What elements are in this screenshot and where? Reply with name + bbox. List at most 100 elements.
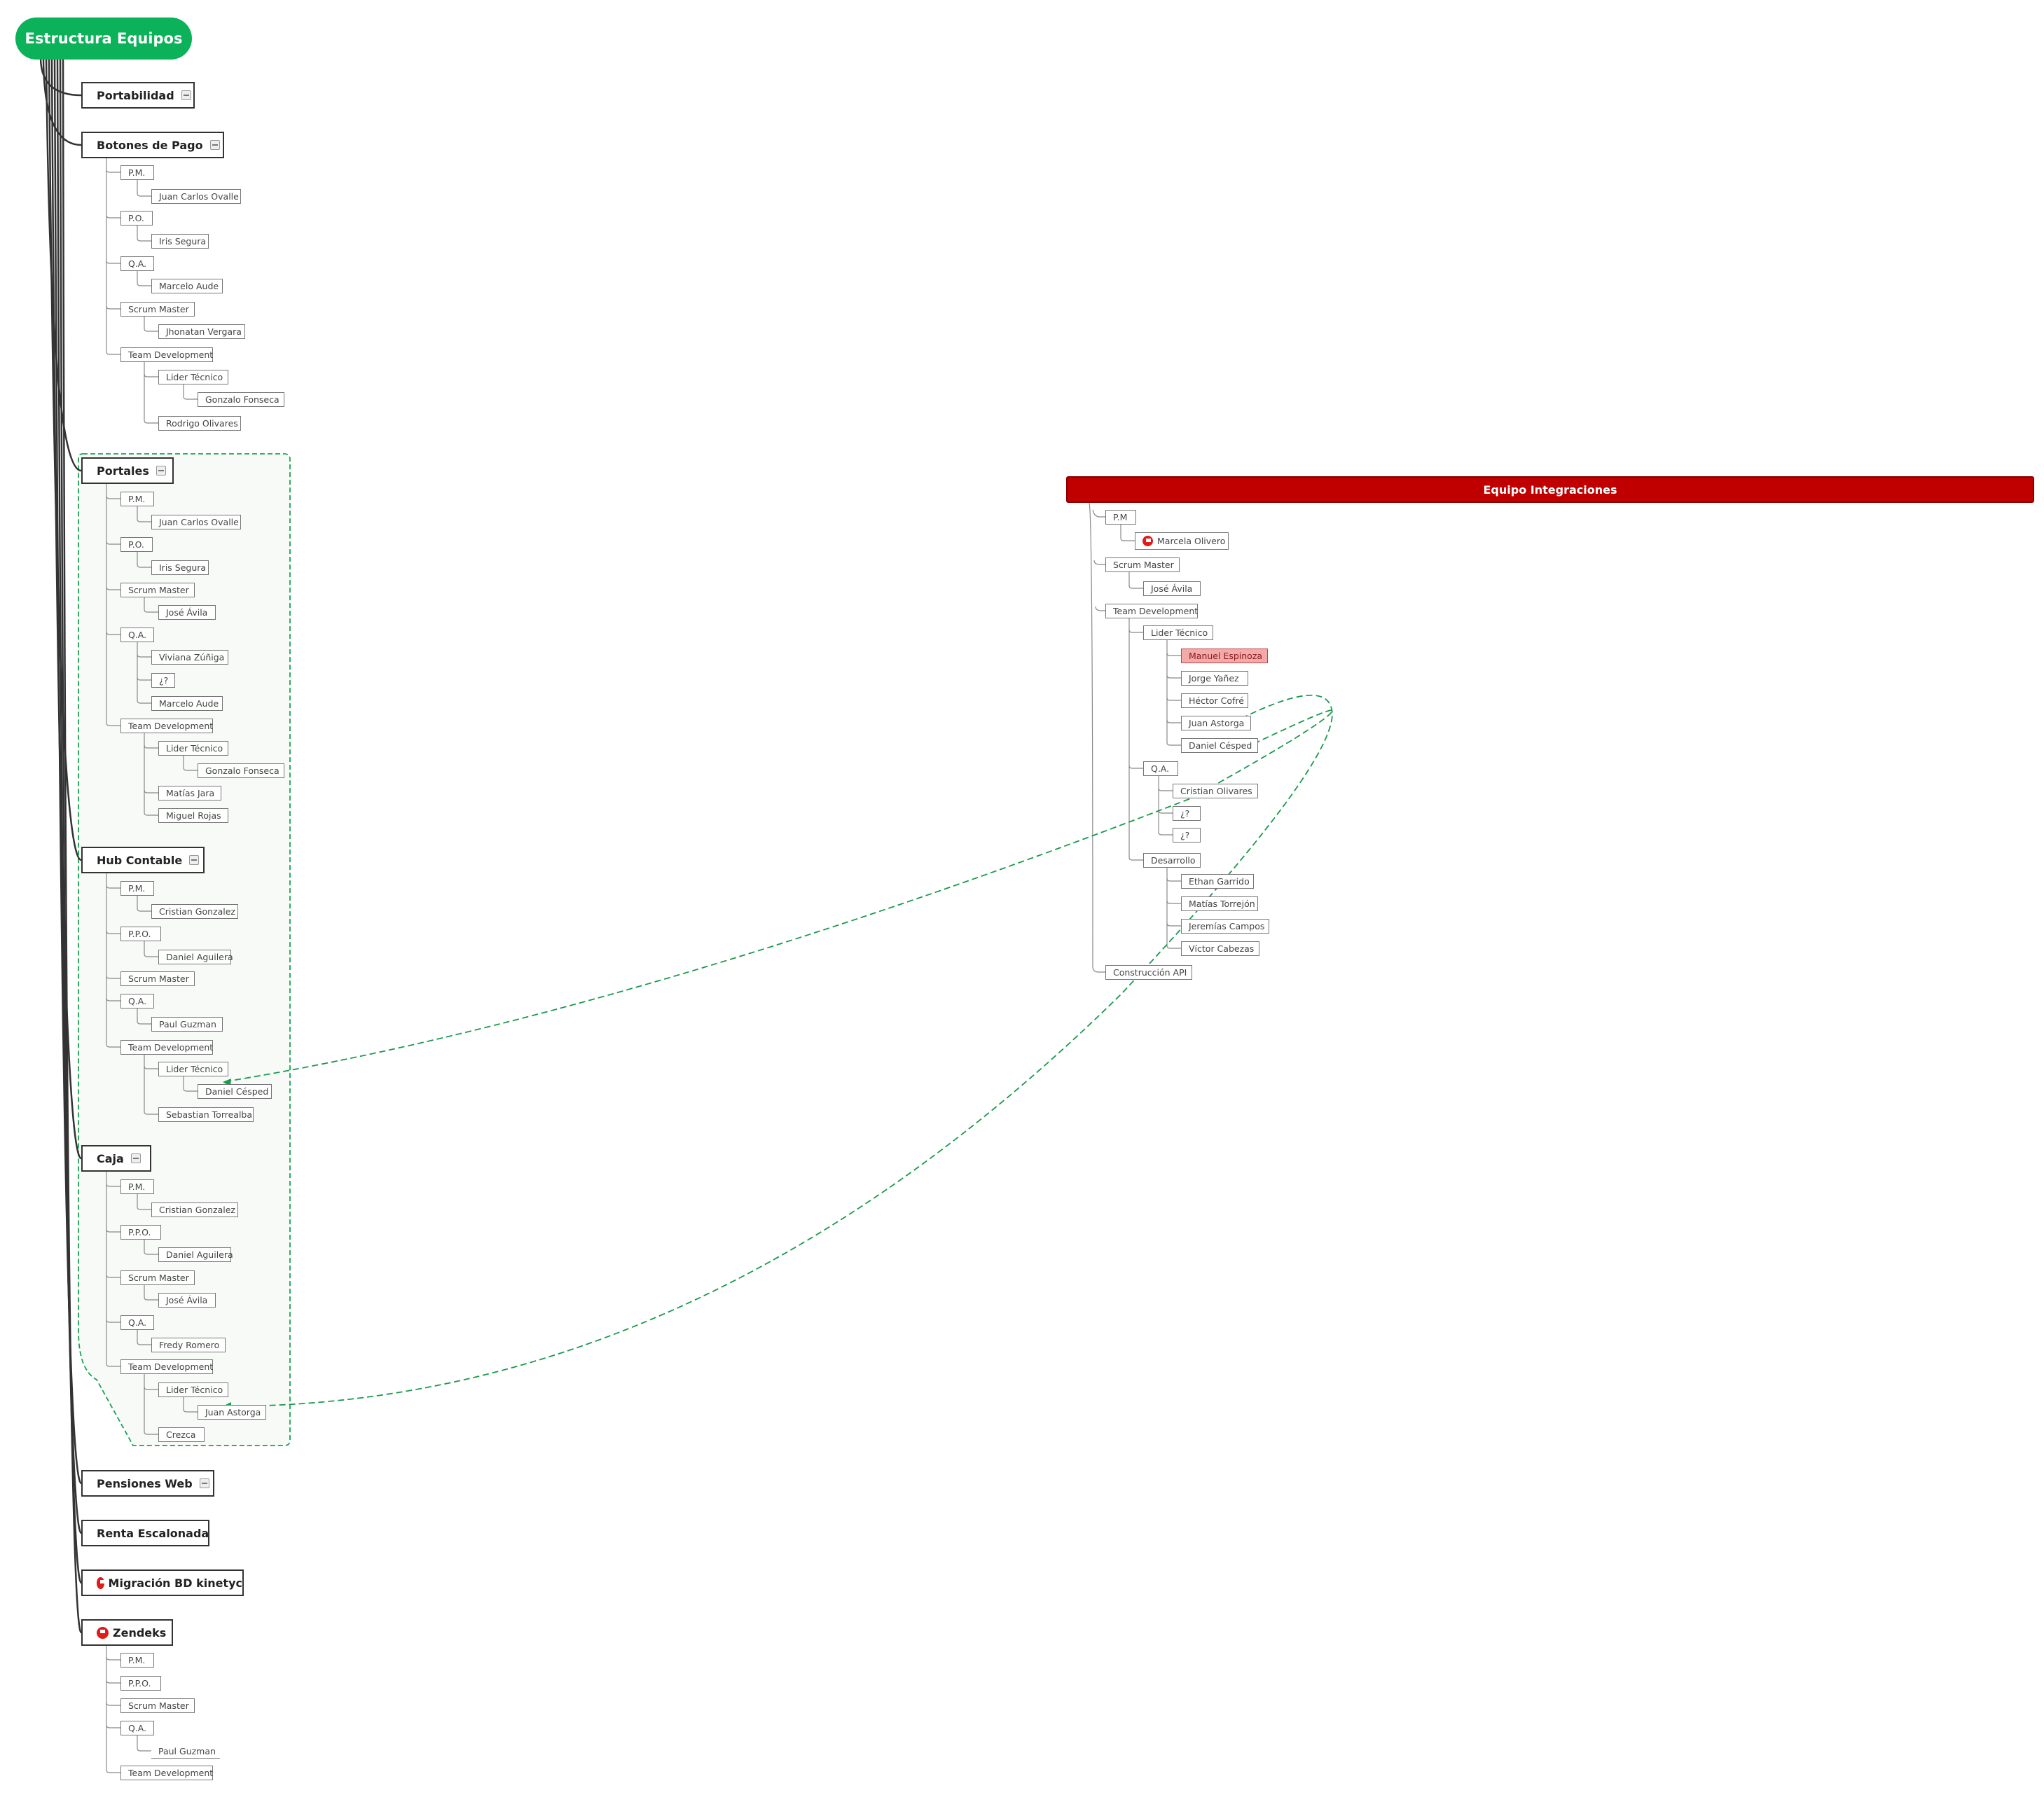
- person-node[interactable]: Juan Carlos Ovalle: [151, 189, 241, 204]
- person-node[interactable]: José Ávila: [158, 605, 216, 620]
- person-node[interactable]: Miguel Rojas: [158, 808, 228, 823]
- person-node[interactable]: Iris Segura: [151, 234, 209, 249]
- person-node[interactable]: Matías Jara: [158, 786, 221, 800]
- person-node[interactable]: Gonzalo Fonseca: [198, 392, 284, 407]
- person-node[interactable]: Viviana Zúñiga: [151, 650, 228, 665]
- person-node[interactable]: José Ávila: [158, 1293, 216, 1308]
- role-lider-tecnico[interactable]: Lider Técnico: [158, 370, 228, 384]
- role-po[interactable]: P.O.: [120, 211, 153, 226]
- role-lider-tecnico[interactable]: Lider Técnico: [158, 741, 228, 756]
- person-node[interactable]: Juan Carlos Ovalle: [151, 515, 241, 529]
- role-qa[interactable]: Q.A.: [120, 256, 154, 271]
- role-po[interactable]: P.O.: [120, 537, 153, 552]
- person-node[interactable]: Víctor Cabezas: [1181, 941, 1259, 956]
- person-node[interactable]: ¿?: [151, 673, 175, 688]
- person-node-highlighted[interactable]: Manuel Espinoza: [1181, 649, 1268, 663]
- relation-daniel-cesped: [222, 709, 1334, 1083]
- person-node[interactable]: Jeremías Campos: [1181, 919, 1269, 934]
- person-node[interactable]: José Ávila: [1143, 581, 1201, 596]
- role-pm[interactable]: P.M.: [120, 1179, 154, 1194]
- team-portabilidad[interactable]: Portabilidad: [81, 82, 195, 109]
- floating-topic-equipo-integraciones[interactable]: Equipo Integraciones: [1066, 476, 2034, 503]
- collapse-toggle-icon[interactable]: [181, 90, 191, 100]
- role-construccion-api[interactable]: Construcción API: [1105, 965, 1192, 980]
- role-team-development[interactable]: Team Development: [120, 1359, 213, 1374]
- role-team-development[interactable]: Team Development: [1105, 604, 1198, 618]
- role-ppo[interactable]: P.P.O.: [120, 927, 161, 941]
- person-node[interactable]: ¿?: [1173, 806, 1201, 821]
- collapse-toggle-icon[interactable]: [209, 140, 220, 150]
- person-node[interactable]: Fredy Romero: [151, 1338, 226, 1352]
- team-botones-de-pago[interactable]: Botones de Pago: [81, 132, 224, 158]
- team-migracion-bd[interactable]: Migración BD kinetyc: [81, 1569, 244, 1596]
- team-zendeks[interactable]: Zendeks: [81, 1619, 173, 1646]
- role-qa[interactable]: Q.A.: [120, 994, 154, 1008]
- role-desarrollo[interactable]: Desarrollo: [1143, 853, 1201, 868]
- person-node[interactable]: Jorge Yañez: [1181, 671, 1248, 686]
- person-node[interactable]: Daniel Aguilera: [158, 950, 233, 964]
- team-caja[interactable]: Caja: [81, 1145, 151, 1172]
- role-qa[interactable]: Q.A.: [120, 1315, 154, 1330]
- person-node[interactable]: ¿?: [1173, 828, 1201, 843]
- role-ppo[interactable]: P.P.O.: [120, 1225, 161, 1240]
- relation-juan-astorga: [222, 694, 1333, 1407]
- team-pensiones-web[interactable]: Pensiones Web: [81, 1470, 214, 1497]
- person-node[interactable]: Ethan Garrido: [1181, 874, 1254, 889]
- team-hub-contable[interactable]: Hub Contable: [81, 847, 205, 873]
- person-node[interactable]: Rodrigo Olivares: [158, 416, 241, 431]
- role-lider-tecnico[interactable]: Lider Técnico: [158, 1382, 228, 1397]
- role-ppo[interactable]: P.P.O.: [120, 1676, 161, 1691]
- person-node[interactable]: Cristian Olivares: [1173, 784, 1258, 798]
- person-node[interactable]: Matías Torrejón: [1181, 896, 1258, 911]
- person-node[interactable]: Héctor Cofré: [1181, 693, 1248, 708]
- person-node[interactable]: Daniel Césped: [1181, 738, 1258, 753]
- person-node[interactable]: Marcela Olivero: [1135, 532, 1229, 550]
- role-scrum-master[interactable]: Scrum Master: [120, 583, 195, 597]
- person-node[interactable]: Gonzalo Fonseca: [198, 763, 284, 778]
- role-scrum-master[interactable]: Scrum Master: [1105, 557, 1180, 572]
- root-topic[interactable]: Estructura Equipos: [15, 18, 192, 60]
- role-pm[interactable]: P.M.: [120, 881, 154, 896]
- person-node[interactable]: Daniel Aguilera: [158, 1247, 233, 1262]
- role-pm[interactable]: P.M.: [120, 492, 154, 506]
- person-node[interactable]: Juan Astorga: [198, 1405, 266, 1420]
- collapse-toggle-icon[interactable]: [189, 855, 200, 865]
- role-team-development[interactable]: Team Development: [120, 1040, 213, 1055]
- team-renta-escalonada[interactable]: Renta Escalonada: [81, 1520, 209, 1546]
- person-node[interactable]: Crezca: [158, 1427, 205, 1442]
- person-node[interactable]: Iris Segura: [151, 560, 209, 575]
- person-name: Marcela Olivero: [1157, 536, 1226, 546]
- red-flag-icon: [97, 1626, 109, 1639]
- role-lider-tecnico[interactable]: Lider Técnico: [1143, 625, 1213, 640]
- person-node[interactable]: Daniel Césped: [198, 1084, 272, 1099]
- person-node[interactable]: Cristian Gonzalez: [151, 1202, 238, 1217]
- collapse-toggle-icon[interactable]: [130, 1153, 141, 1163]
- person-node[interactable]: Marcelo Aude: [151, 279, 223, 293]
- role-qa[interactable]: Q.A.: [120, 628, 154, 642]
- person-node[interactable]: Sebastian Torrealba: [158, 1107, 254, 1122]
- role-scrum-master[interactable]: Scrum Master: [120, 1270, 195, 1285]
- role-scrum-master[interactable]: Scrum Master: [120, 971, 195, 986]
- person-node[interactable]: Marcelo Aude: [151, 696, 223, 711]
- person-node[interactable]: Paul Guzman: [151, 1744, 220, 1759]
- role-qa[interactable]: Q.A.: [120, 1721, 154, 1735]
- role-qa[interactable]: Q.A.: [1143, 761, 1178, 776]
- person-node[interactable]: Cristian Gonzalez: [151, 904, 238, 919]
- role-scrum-master[interactable]: Scrum Master: [120, 1698, 195, 1713]
- role-pm[interactable]: P.M.: [120, 165, 154, 180]
- role-lider-tecnico[interactable]: Lider Técnico: [158, 1062, 228, 1076]
- role-team-development[interactable]: Team Development: [120, 719, 213, 733]
- role-team-development[interactable]: Team Development: [120, 347, 213, 362]
- role-pm[interactable]: P.M.: [120, 1653, 154, 1668]
- red-flag-icon: [97, 1576, 105, 1589]
- team-label: Renta Escalonada: [97, 1526, 209, 1540]
- person-node[interactable]: Jhonatan Vergara: [158, 324, 245, 339]
- role-scrum-master[interactable]: Scrum Master: [120, 302, 195, 317]
- collapse-toggle-icon[interactable]: [156, 466, 166, 476]
- collapse-toggle-icon[interactable]: [199, 1478, 209, 1488]
- role-pm[interactable]: P.M: [1105, 510, 1136, 525]
- team-portales[interactable]: Portales: [81, 457, 174, 484]
- person-node[interactable]: Paul Guzman: [151, 1017, 223, 1032]
- role-team-development[interactable]: Team Development: [120, 1766, 213, 1780]
- person-node[interactable]: Juan Astorga: [1181, 716, 1251, 730]
